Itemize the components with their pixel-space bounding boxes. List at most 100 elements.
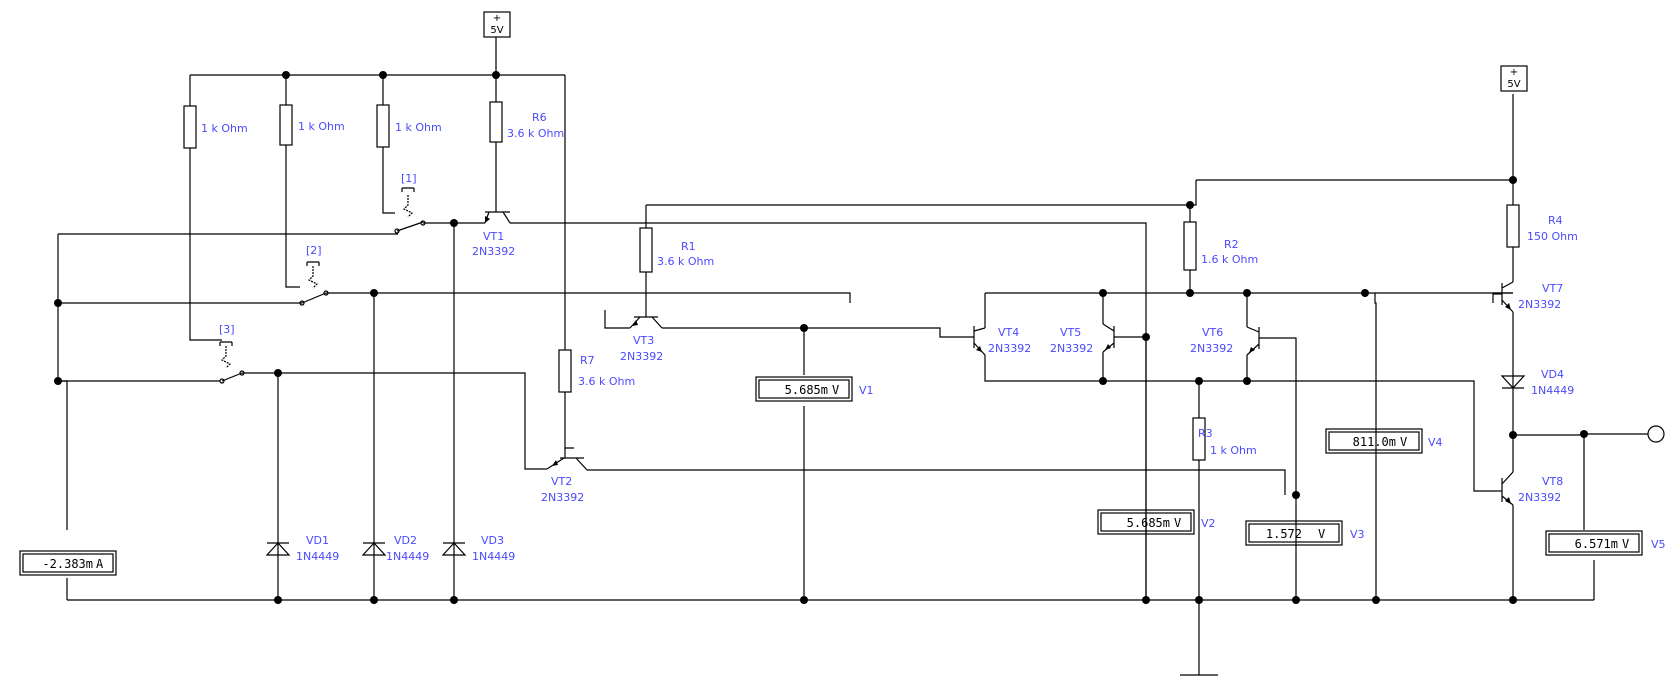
transistor-model: 2N3392 — [620, 350, 663, 363]
transistor-model: 2N3392 — [1050, 342, 1093, 355]
resistor-label: 1 k Ohm — [201, 122, 248, 135]
diode-name: VD4 — [1541, 368, 1564, 381]
plus-sign: + — [1510, 67, 1518, 78]
resistor-name: R6 — [532, 111, 547, 124]
diode-model: 1N4449 — [386, 550, 429, 563]
resistor-name: R3 — [1198, 427, 1213, 440]
plus-sign: + — [493, 13, 501, 24]
meter-name: V5 — [1651, 538, 1666, 551]
transistor-name: VT5 — [1060, 326, 1081, 339]
transistor-name: VT1 — [483, 230, 504, 243]
meter-reading: 5.685m — [1127, 516, 1170, 530]
switch-key: [2] — [306, 244, 322, 257]
resistor-value: 3.6 k Ohm — [578, 375, 635, 388]
diode-vd4: VD4 1N4449 — [1500, 368, 1574, 397]
meter-unit: V — [1400, 435, 1407, 449]
transistor-name: VT3 — [633, 334, 654, 347]
resistor-label: 1 k Ohm — [395, 121, 442, 134]
switch-key: [3] — [219, 323, 235, 336]
meter-unit: A — [96, 557, 104, 571]
diode-vd2: VD2 1N4449 — [361, 534, 429, 563]
transistor-name: VT6 — [1202, 326, 1223, 339]
meter-reading: -2.383m — [42, 557, 93, 571]
resistor-label: 1 k Ohm — [298, 120, 345, 133]
resistor-name: R2 — [1224, 238, 1239, 251]
voltmeter-v1: 5.685m V V1 — [755, 376, 874, 402]
resistor-r1-body — [639, 227, 653, 273]
resistor-value: 3.6 k Ohm — [657, 255, 714, 268]
supply-label: 5V — [490, 25, 503, 36]
meter-name: V3 — [1350, 528, 1365, 541]
meter-name: V1 — [859, 384, 874, 397]
resistor-body — [376, 104, 390, 148]
diode-name: VD1 — [306, 534, 329, 547]
diode-name: VD2 — [394, 534, 417, 547]
resistor-value: 3.6 k Ohm — [507, 127, 564, 140]
transistor-model: 2N3392 — [988, 342, 1031, 355]
transistor-name: VT4 — [998, 326, 1019, 339]
diode-model: 1N4449 — [472, 550, 515, 563]
meter-name: V2 — [1201, 517, 1216, 530]
junction-dots — [54, 71, 1588, 604]
resistor-body — [183, 105, 197, 149]
wires — [57, 37, 1648, 676]
meter-unit: V — [832, 383, 839, 397]
resistor-r6-body — [489, 101, 503, 143]
ammeter: -2.383m A — [19, 550, 117, 576]
voltmeter-v2: 5.685m V V2 — [1097, 509, 1216, 535]
transistor-vt1: VT1 2N3392 — [472, 198, 515, 258]
meter-name: V4 — [1428, 436, 1443, 449]
voltmeter-v4: 811.0m V V4 — [1325, 428, 1443, 454]
diode-vd3: VD3 1N4449 — [441, 534, 515, 563]
resistor-value: 1.6 k Ohm — [1201, 253, 1258, 266]
resistor-value: 1 k Ohm — [1210, 444, 1257, 457]
resistor-name: R4 — [1548, 214, 1563, 227]
meter-unit: V — [1318, 527, 1325, 541]
resistor-body — [279, 104, 293, 146]
resistor-labels: 1 k Ohm 1 k Ohm 1 k Ohm R6 3.6 k Ohm R1 … — [201, 111, 1578, 457]
resistor-value: 150 Ohm — [1527, 230, 1578, 243]
transistor-vt3: VT3 2N3392 — [620, 310, 663, 363]
transistor-name: VT7 — [1542, 282, 1563, 295]
output-terminal[interactable] — [1647, 425, 1665, 443]
transistor-vt2: VT2 2N3392 — [541, 448, 588, 504]
supply-5v-2: + 5V — [1500, 65, 1528, 92]
meter-unit: V — [1174, 516, 1181, 530]
transistor-name: VT8 — [1542, 475, 1563, 488]
transistor-model: 2N3392 — [1190, 342, 1233, 355]
resistor-r7-body — [558, 349, 572, 393]
transistor-vt8: VT8 2N3392 — [1497, 471, 1563, 506]
supply-label: 5V — [1507, 79, 1520, 90]
voltmeter-v3: 1.572 V V3 — [1245, 520, 1365, 546]
diode-name: VD3 — [481, 534, 504, 547]
resistor-r3-body — [1192, 417, 1206, 461]
resistor-name: R7 — [580, 354, 595, 367]
meter-reading: 1.572 — [1266, 527, 1302, 541]
transistor-vt4: VT4 2N3392 — [950, 326, 1031, 356]
transistor-vt7: VT7 2N3392 — [1493, 281, 1563, 313]
switch-3[interactable]: [3] — [219, 323, 245, 384]
transistor-model: 2N3392 — [1518, 298, 1561, 311]
diode-vd1: VD1 1N4449 — [265, 534, 339, 563]
voltmeter-v5: 6.571m V V5 — [1545, 530, 1666, 556]
resistors — [183, 101, 1520, 461]
switch-1[interactable]: [1] — [394, 172, 426, 234]
transistor-model: 2N3392 — [472, 245, 515, 258]
resistor-name: R1 — [681, 240, 696, 253]
transistor-name: VT2 — [551, 475, 572, 488]
meter-unit: V — [1622, 537, 1629, 551]
meter-reading: 811.0m — [1353, 435, 1396, 449]
transistor-model: 2N3392 — [1518, 491, 1561, 504]
transistor-model: 2N3392 — [541, 491, 584, 504]
diode-model: 1N4449 — [296, 550, 339, 563]
switch-key: [1] — [401, 172, 417, 185]
transistor-vt6: VT6 2N3392 — [1190, 326, 1260, 356]
supply-5v-1: + 5V — [483, 11, 511, 38]
resistor-r4-body — [1506, 204, 1520, 248]
diode-model: 1N4449 — [1531, 384, 1574, 397]
meter-reading: 6.571m — [1575, 537, 1618, 551]
switch-2[interactable]: [2] — [299, 244, 329, 306]
transistor-vt5: VT5 2N3392 — [1050, 323, 1146, 355]
meter-reading: 5.685m — [785, 383, 828, 397]
